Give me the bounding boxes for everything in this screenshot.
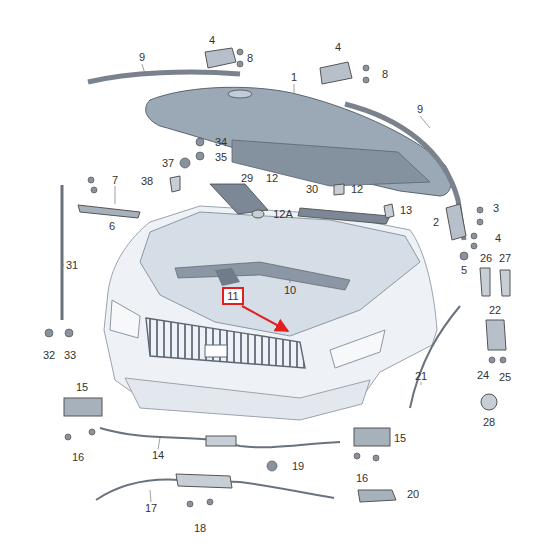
callout-number: 11 [227, 291, 239, 302]
callout-number: 7 [112, 175, 118, 186]
callout-number: 4 [335, 42, 341, 53]
callout-number: 18 [194, 523, 206, 534]
callout-number: 12A [273, 209, 293, 220]
callout-number: 35 [215, 152, 227, 163]
callout-number: 32 [43, 350, 55, 361]
callout-number: 27 [499, 253, 511, 264]
callout-number: 12 [351, 184, 363, 195]
callout-number: 33 [64, 350, 76, 361]
callout-number: 2 [433, 217, 439, 228]
callout-number: 30 [306, 184, 318, 195]
callout-number: 14 [152, 450, 164, 461]
callout-number: 31 [66, 260, 78, 271]
callout-number: 12 [266, 173, 278, 184]
callout-number: 10 [284, 285, 296, 296]
callout-number: 37 [162, 158, 174, 169]
callout-number: 24 [477, 370, 489, 381]
callout-number: 17 [145, 503, 157, 514]
callout-number: 16 [356, 473, 368, 484]
highlight-box: 11 [222, 287, 244, 305]
callout-number: 15 [394, 433, 406, 444]
callout-number: 34 [215, 137, 227, 148]
callout-number: 22 [489, 305, 501, 316]
callout-number: 9 [139, 52, 145, 63]
callout-number: 15 [76, 382, 88, 393]
callout-number: 4 [209, 35, 215, 46]
callout-number: 9 [417, 104, 423, 115]
callout-number: 1 [291, 72, 297, 83]
callout-number: 16 [72, 452, 84, 463]
callout-number: 21 [415, 371, 427, 382]
callout-number: 8 [382, 69, 388, 80]
callout-number: 8 [247, 53, 253, 64]
callout-number: 19 [292, 461, 304, 472]
callout-number: 29 [241, 173, 253, 184]
callout-number: 25 [499, 372, 511, 383]
callout-number: 38 [141, 176, 153, 187]
callout-number: 20 [407, 489, 419, 500]
callout-number: 13 [400, 205, 412, 216]
callout-number: 4 [495, 233, 501, 244]
callout-number: 28 [483, 417, 495, 428]
callout-number: 5 [461, 265, 467, 276]
callout-number: 26 [480, 253, 492, 264]
callout-number: 3 [493, 203, 499, 214]
callout-number: 6 [109, 221, 115, 232]
